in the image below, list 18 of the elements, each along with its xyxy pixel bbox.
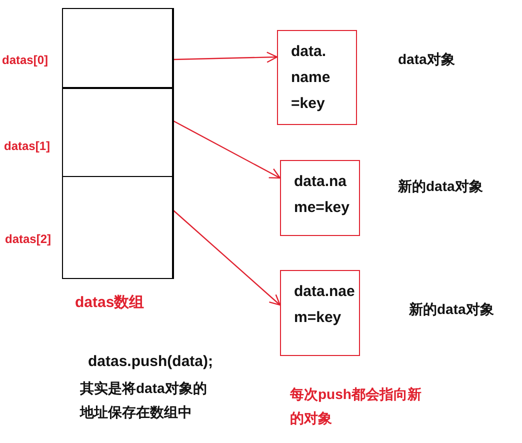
index-label: datas[2] — [5, 231, 52, 247]
array-cell — [62, 87, 174, 177]
index-label: datas[1] — [4, 138, 50, 154]
arrow — [173, 52, 278, 63]
object-caption: data对象 — [398, 51, 455, 69]
array-cell — [62, 8, 174, 88]
index-label: datas[0] — [2, 52, 48, 68]
field-text: data. name =key — [291, 42, 332, 114]
object-caption: 新的data对象 — [398, 178, 483, 196]
field-text: data.na me=key — [294, 172, 350, 218]
note-text: 每次push都会指向新的对象 — [290, 385, 422, 428]
array-caption: datas数组 — [75, 293, 144, 312]
arrow — [173, 210, 281, 306]
code-text: datas.push(data); — [88, 352, 214, 372]
object-caption: 新的data对象 — [409, 301, 494, 319]
note-text: 其实是将data对象的地址保存在数组中 — [80, 379, 208, 422]
field-text: data.nae m=key — [294, 282, 356, 328]
arrow — [173, 120, 281, 179]
